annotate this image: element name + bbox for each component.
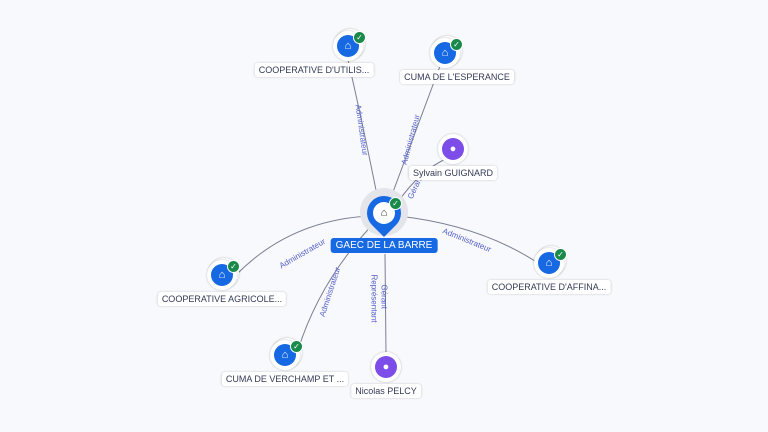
edge-nicolas <box>384 253 387 355</box>
node-label: CUMA DE VERCHAMP ET ... <box>221 372 349 386</box>
verified-check-icon: ✓ <box>554 248 567 261</box>
edge-label: Gérant <box>379 284 389 309</box>
center-label: GAEC DE LA BARRE <box>330 238 438 253</box>
node-label: COOPERATIVE D'UTILIS... <box>254 63 374 77</box>
person-icon: ● <box>442 138 464 160</box>
edge-coop-affina <box>397 215 539 264</box>
verified-check-icon: ✓ <box>227 260 240 273</box>
edge-cuma-verchamp <box>297 221 376 351</box>
verified-check-icon: ✓ <box>353 31 366 44</box>
person-icon: ● <box>375 356 397 378</box>
node-label: Nicolas PELCY <box>351 384 421 398</box>
verified-check-icon: ✓ <box>450 38 463 51</box>
verified-check-icon: ✓ <box>290 340 303 353</box>
node-label: Sylvain GUIGNARD <box>408 166 498 180</box>
node-label: COOPERATIVE D'AFFINA... <box>487 280 611 294</box>
verified-check-icon: ✓ <box>389 197 402 210</box>
node-label: COOPERATIVE AGRICOLE... <box>157 292 287 306</box>
node-label: CUMA DE L'ESPERANCE <box>400 70 514 84</box>
edge-label: Représentant <box>369 274 379 323</box>
edge-coop-agricole <box>235 215 371 276</box>
